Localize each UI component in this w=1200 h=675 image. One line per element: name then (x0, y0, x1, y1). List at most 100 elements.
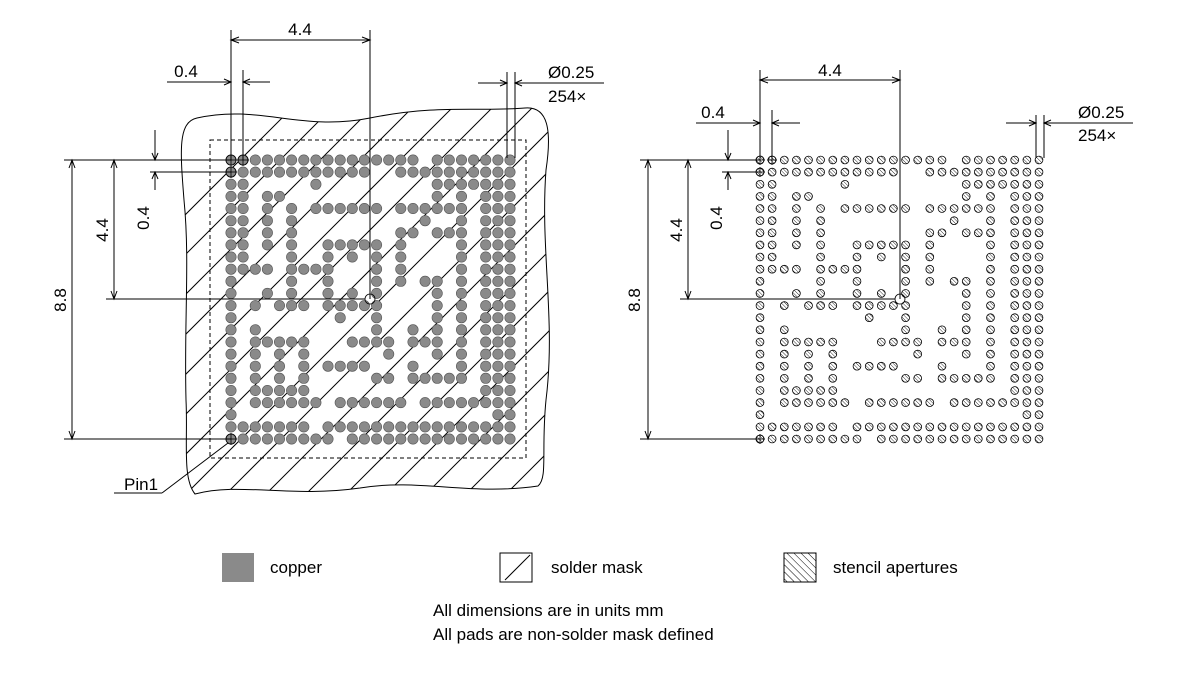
copper-pad (504, 239, 516, 251)
copper-pad (334, 166, 346, 178)
copper-pad (504, 154, 516, 166)
stencil-aperture (949, 167, 959, 177)
copper-pad (480, 421, 492, 433)
copper-pad (492, 275, 504, 287)
stencil-aperture (852, 167, 862, 177)
left-dim-4-4-vertical: 4.4 (93, 218, 112, 242)
stencil-aperture (1034, 361, 1044, 371)
copper-pad (504, 360, 516, 372)
copper-pad (225, 203, 237, 215)
copper-pad (273, 397, 285, 409)
copper-pad (419, 433, 431, 445)
copper-pad (492, 336, 504, 348)
copper-pad (419, 372, 431, 384)
copper-pad (298, 154, 310, 166)
stencil-aperture (1034, 434, 1044, 444)
stencil-aperture (767, 240, 777, 250)
stencil-aperture (937, 422, 947, 432)
copper-pad (395, 203, 407, 215)
stencil-aperture (864, 301, 874, 310)
stencil-aperture (792, 167, 801, 177)
copper-pad (346, 251, 358, 263)
copper-pad (322, 251, 334, 263)
stencil-aperture (901, 264, 910, 274)
stencil-aperture (1034, 228, 1044, 238)
stencil-aperture (816, 386, 825, 395)
stencil-aperture (755, 264, 765, 274)
copper-pad (249, 421, 261, 433)
stencil-aperture (1010, 180, 1019, 189)
stencil-aperture (986, 301, 995, 310)
copper-pad (480, 287, 492, 299)
copper-pad (358, 166, 370, 178)
copper-pad (395, 239, 407, 251)
stencil-aperture (973, 204, 983, 213)
pin1-label: Pin1 (124, 475, 158, 494)
stencil-aperture (779, 264, 789, 274)
copper-pad (261, 263, 273, 275)
copper-pad (225, 263, 237, 275)
stencil-aperture (961, 204, 971, 213)
stencil-aperture (998, 398, 1007, 407)
copper-pad (371, 336, 383, 348)
stencil-aperture (973, 373, 983, 383)
copper-pad (383, 397, 395, 409)
stencil-aperture (901, 373, 910, 383)
stencil-aperture (925, 252, 935, 262)
copper-pad (298, 433, 310, 445)
stencil-aperture (792, 240, 801, 250)
stencil-aperture (925, 422, 935, 432)
copper-pad (480, 178, 492, 190)
copper-pad (455, 178, 467, 190)
stencil-aperture (755, 337, 765, 347)
copper-pad (407, 203, 419, 215)
stencil-aperture (792, 192, 801, 201)
stencil-aperture (755, 422, 765, 432)
copper-pad (346, 203, 358, 215)
stencil-aperture (986, 180, 995, 189)
stencil-aperture (779, 337, 789, 347)
stencil-aperture (1022, 434, 1032, 444)
stencil-aperture (986, 398, 995, 407)
stencil-aperture (816, 289, 825, 298)
copper-pad (480, 154, 492, 166)
stencil-aperture (925, 155, 935, 165)
copper-pad (371, 275, 383, 287)
stencil-aperture (986, 264, 995, 274)
copper-pad (334, 154, 346, 166)
copper-pad (237, 227, 249, 239)
copper-pad (322, 166, 334, 178)
stencil-aperture (804, 301, 813, 310)
copper-pad (261, 384, 273, 396)
stencil-aperture (1034, 204, 1044, 213)
copper-pad (261, 397, 273, 409)
copper-pad (237, 215, 249, 227)
stencil-aperture (767, 434, 777, 444)
copper-pad (407, 421, 419, 433)
copper-pad (371, 154, 383, 166)
stencil-aperture (961, 349, 971, 359)
stencil-aperture (1022, 289, 1032, 298)
stencil-aperture (1034, 410, 1044, 420)
stencil-aperture (755, 289, 765, 298)
copper-pad (358, 154, 370, 166)
copper-pad (225, 336, 237, 348)
right-dimension-labels: 4.4 0.4 Ø0.25 254× 8.8 4.4 0.4 (625, 61, 1124, 312)
stencil-aperture (961, 155, 971, 165)
copper-pad (455, 360, 467, 372)
copper-pad (492, 190, 504, 202)
stencil-aperture (1010, 301, 1019, 310)
copper-pad (383, 421, 395, 433)
stencil-aperture (755, 204, 765, 213)
stencil-aperture (889, 240, 898, 250)
right-dim-8-8: 8.8 (625, 288, 644, 312)
copper-pad (480, 275, 492, 287)
copper-pad (371, 372, 383, 384)
stencil-aperture (755, 301, 765, 310)
hatch-line (199, 107, 550, 495)
copper-pad (225, 227, 237, 239)
stencil-aperture (925, 264, 935, 274)
copper-pad (468, 178, 480, 190)
stencil-aperture (937, 167, 947, 177)
copper-pad (273, 360, 285, 372)
